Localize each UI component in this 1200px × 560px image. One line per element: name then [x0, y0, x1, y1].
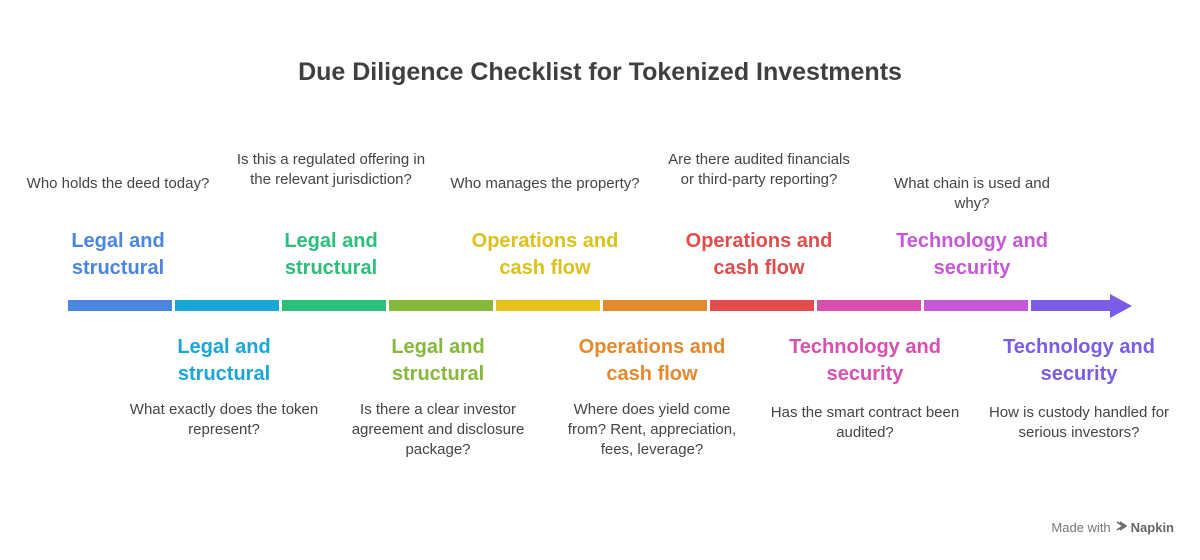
- timeline-segment: [817, 300, 921, 311]
- item-question: How is custody handled for serious inves…: [988, 404, 1170, 441]
- timeline-segment: [68, 300, 172, 311]
- timeline-segment: [1031, 300, 1113, 311]
- item-category: Operations and cash flow: [471, 230, 619, 279]
- item-question: Has the smart contract been audited?: [770, 404, 960, 441]
- item-question: What chain is used and why?: [894, 175, 1050, 212]
- item-question: What exactly does the token represent?: [129, 401, 319, 438]
- item-question: Is there a clear investor agreement and …: [351, 401, 525, 458]
- napkin-logo-icon: [1115, 520, 1128, 535]
- timeline-segment: [710, 300, 814, 311]
- item-category: Legal and structural: [71, 230, 165, 279]
- made-with-text: Made with: [1051, 520, 1111, 535]
- item-category: Technology and security: [1003, 336, 1155, 385]
- timeline-segment: [924, 300, 1028, 311]
- item-question: Is this a regulated offering in the rele…: [236, 151, 426, 188]
- diagram-title: Due Diligence Checklist for Tokenized In…: [298, 58, 902, 86]
- item-question: Who holds the deed today?: [26, 175, 210, 192]
- item-category: Operations and cash flow: [578, 336, 726, 385]
- brand-name: Napkin: [1130, 520, 1174, 535]
- timeline-segment: [603, 300, 707, 311]
- item-question: Who manages the property?: [450, 175, 640, 192]
- timeline-segment: [389, 300, 493, 311]
- arrow-head-icon: [1110, 294, 1132, 318]
- item-category: Legal and structural: [284, 230, 378, 279]
- item-category: Operations and cash flow: [685, 230, 833, 279]
- item-category: Legal and structural: [177, 336, 271, 385]
- item-category: Technology and security: [896, 230, 1048, 279]
- item-question: Are there audited financials or third-pa…: [668, 151, 850, 188]
- item-category: Technology and security: [789, 336, 941, 385]
- item-question: Where does yield come from? Rent, apprec…: [567, 401, 737, 458]
- timeline-segment: [496, 300, 600, 311]
- timeline-segment: [175, 300, 279, 311]
- footer-attribution: Made with Napkin: [1051, 520, 1174, 535]
- timeline-segment: [282, 300, 386, 311]
- item-category: Legal and structural: [391, 336, 485, 385]
